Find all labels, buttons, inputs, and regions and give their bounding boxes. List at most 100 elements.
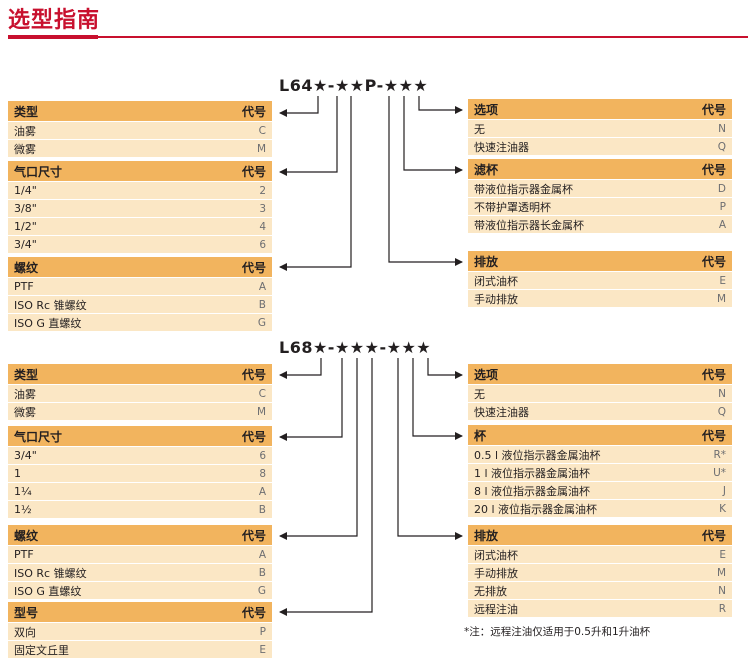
header-code: 代号	[701, 529, 726, 543]
table-row: 带液位指示器金属杯 D	[468, 179, 732, 197]
header-label: 选项	[474, 103, 499, 117]
row-label: 1/2"	[14, 220, 37, 233]
header-code: 代号	[701, 103, 726, 117]
row-code: D	[717, 182, 726, 195]
row-label: 无	[474, 122, 485, 136]
table-header: 杯代号	[468, 425, 732, 445]
page-title: 选型指南	[8, 8, 101, 33]
row-label: 远程注油	[474, 602, 518, 616]
header-label: 选项	[474, 368, 499, 382]
table-row: 3/4"6	[8, 446, 272, 464]
header-code: 代号	[241, 368, 266, 382]
header-label: 类型	[14, 105, 39, 119]
table-header: 螺纹 代号	[8, 257, 272, 277]
connector-l64-port	[279, 96, 338, 176]
row-label: 带液位指示器长金属杯	[474, 218, 584, 232]
row-label: 手动排放	[474, 566, 518, 580]
row-label: PTF	[14, 280, 34, 293]
table-row: PTF A	[8, 277, 272, 295]
row-label: 闭式油杯	[474, 548, 518, 562]
header-label: 螺纹	[14, 261, 39, 275]
table-header: 气口尺寸代号	[8, 426, 272, 446]
row-label: 1¼	[14, 485, 32, 498]
header-label: 型号	[14, 606, 39, 620]
header-label: 气口尺寸	[14, 165, 63, 179]
row-code: 3	[259, 202, 266, 215]
row-code: A	[258, 485, 266, 498]
header-code: 代号	[241, 261, 266, 275]
row-label: 油雾	[14, 387, 36, 401]
table-row: 1/4"2	[8, 181, 272, 199]
row-label: 3/8"	[14, 202, 37, 215]
table-row: 微雾 M	[8, 402, 272, 420]
row-code: K	[719, 502, 726, 515]
row-label: 双向	[14, 625, 36, 639]
row-code: 2	[259, 184, 266, 197]
row-code: M	[256, 142, 266, 155]
row-code: G	[257, 584, 266, 597]
title-divider	[8, 36, 748, 38]
row-label: 3/4"	[14, 449, 37, 462]
table-row: 3/8" 3	[8, 199, 272, 217]
row-label: 8 l 液位指示器金属油杯	[474, 484, 591, 498]
header-label: 气口尺寸	[14, 430, 63, 444]
row-code: C	[258, 124, 266, 137]
row-code: P	[719, 200, 726, 213]
row-code: A	[258, 548, 266, 561]
table-row: 1¼ A	[8, 482, 272, 500]
row-code: M	[256, 405, 266, 418]
table-header: 类型代号	[8, 101, 272, 121]
header-code: 代号	[701, 368, 726, 382]
table-row: 3/4" 6	[8, 235, 272, 253]
connector-l64-type	[279, 96, 319, 117]
row-code: M	[716, 292, 726, 305]
model-code-l68: L68★-★★★-★★★	[279, 338, 432, 357]
connector-l68-drain	[397, 358, 463, 540]
row-code: N	[718, 122, 726, 135]
row-label: 带液位指示器金属杯	[474, 182, 573, 196]
row-code: N	[718, 387, 726, 400]
row-label: 3/4"	[14, 238, 37, 251]
row-label: 微雾	[14, 142, 36, 156]
table-header: 排放代号	[468, 251, 732, 271]
connector-l68-thread	[279, 358, 358, 540]
row-code: 4	[259, 220, 266, 233]
table-header: 选项 代号	[468, 364, 732, 384]
row-label: 手动排放	[474, 292, 518, 306]
table-header: 选项 代号	[468, 99, 732, 119]
row-label: 0.5 l 液位指示器金属油杯	[474, 448, 601, 462]
connector-l64-thread	[279, 96, 352, 271]
connector-l68-option	[427, 358, 463, 379]
table-header: 排放代号	[468, 525, 732, 545]
row-code: J	[722, 484, 726, 497]
row-code: N	[718, 584, 726, 597]
table-row: 8 l 液位指示器金属油杯 J	[468, 481, 732, 499]
connector-l68-type	[279, 358, 322, 379]
row-code: A	[258, 280, 266, 293]
row-code: E	[259, 643, 266, 656]
row-code: 6	[259, 238, 266, 251]
row-label: 微雾	[14, 405, 36, 419]
table-row: 微雾 M	[8, 139, 272, 157]
header-code: 代号	[241, 529, 266, 543]
